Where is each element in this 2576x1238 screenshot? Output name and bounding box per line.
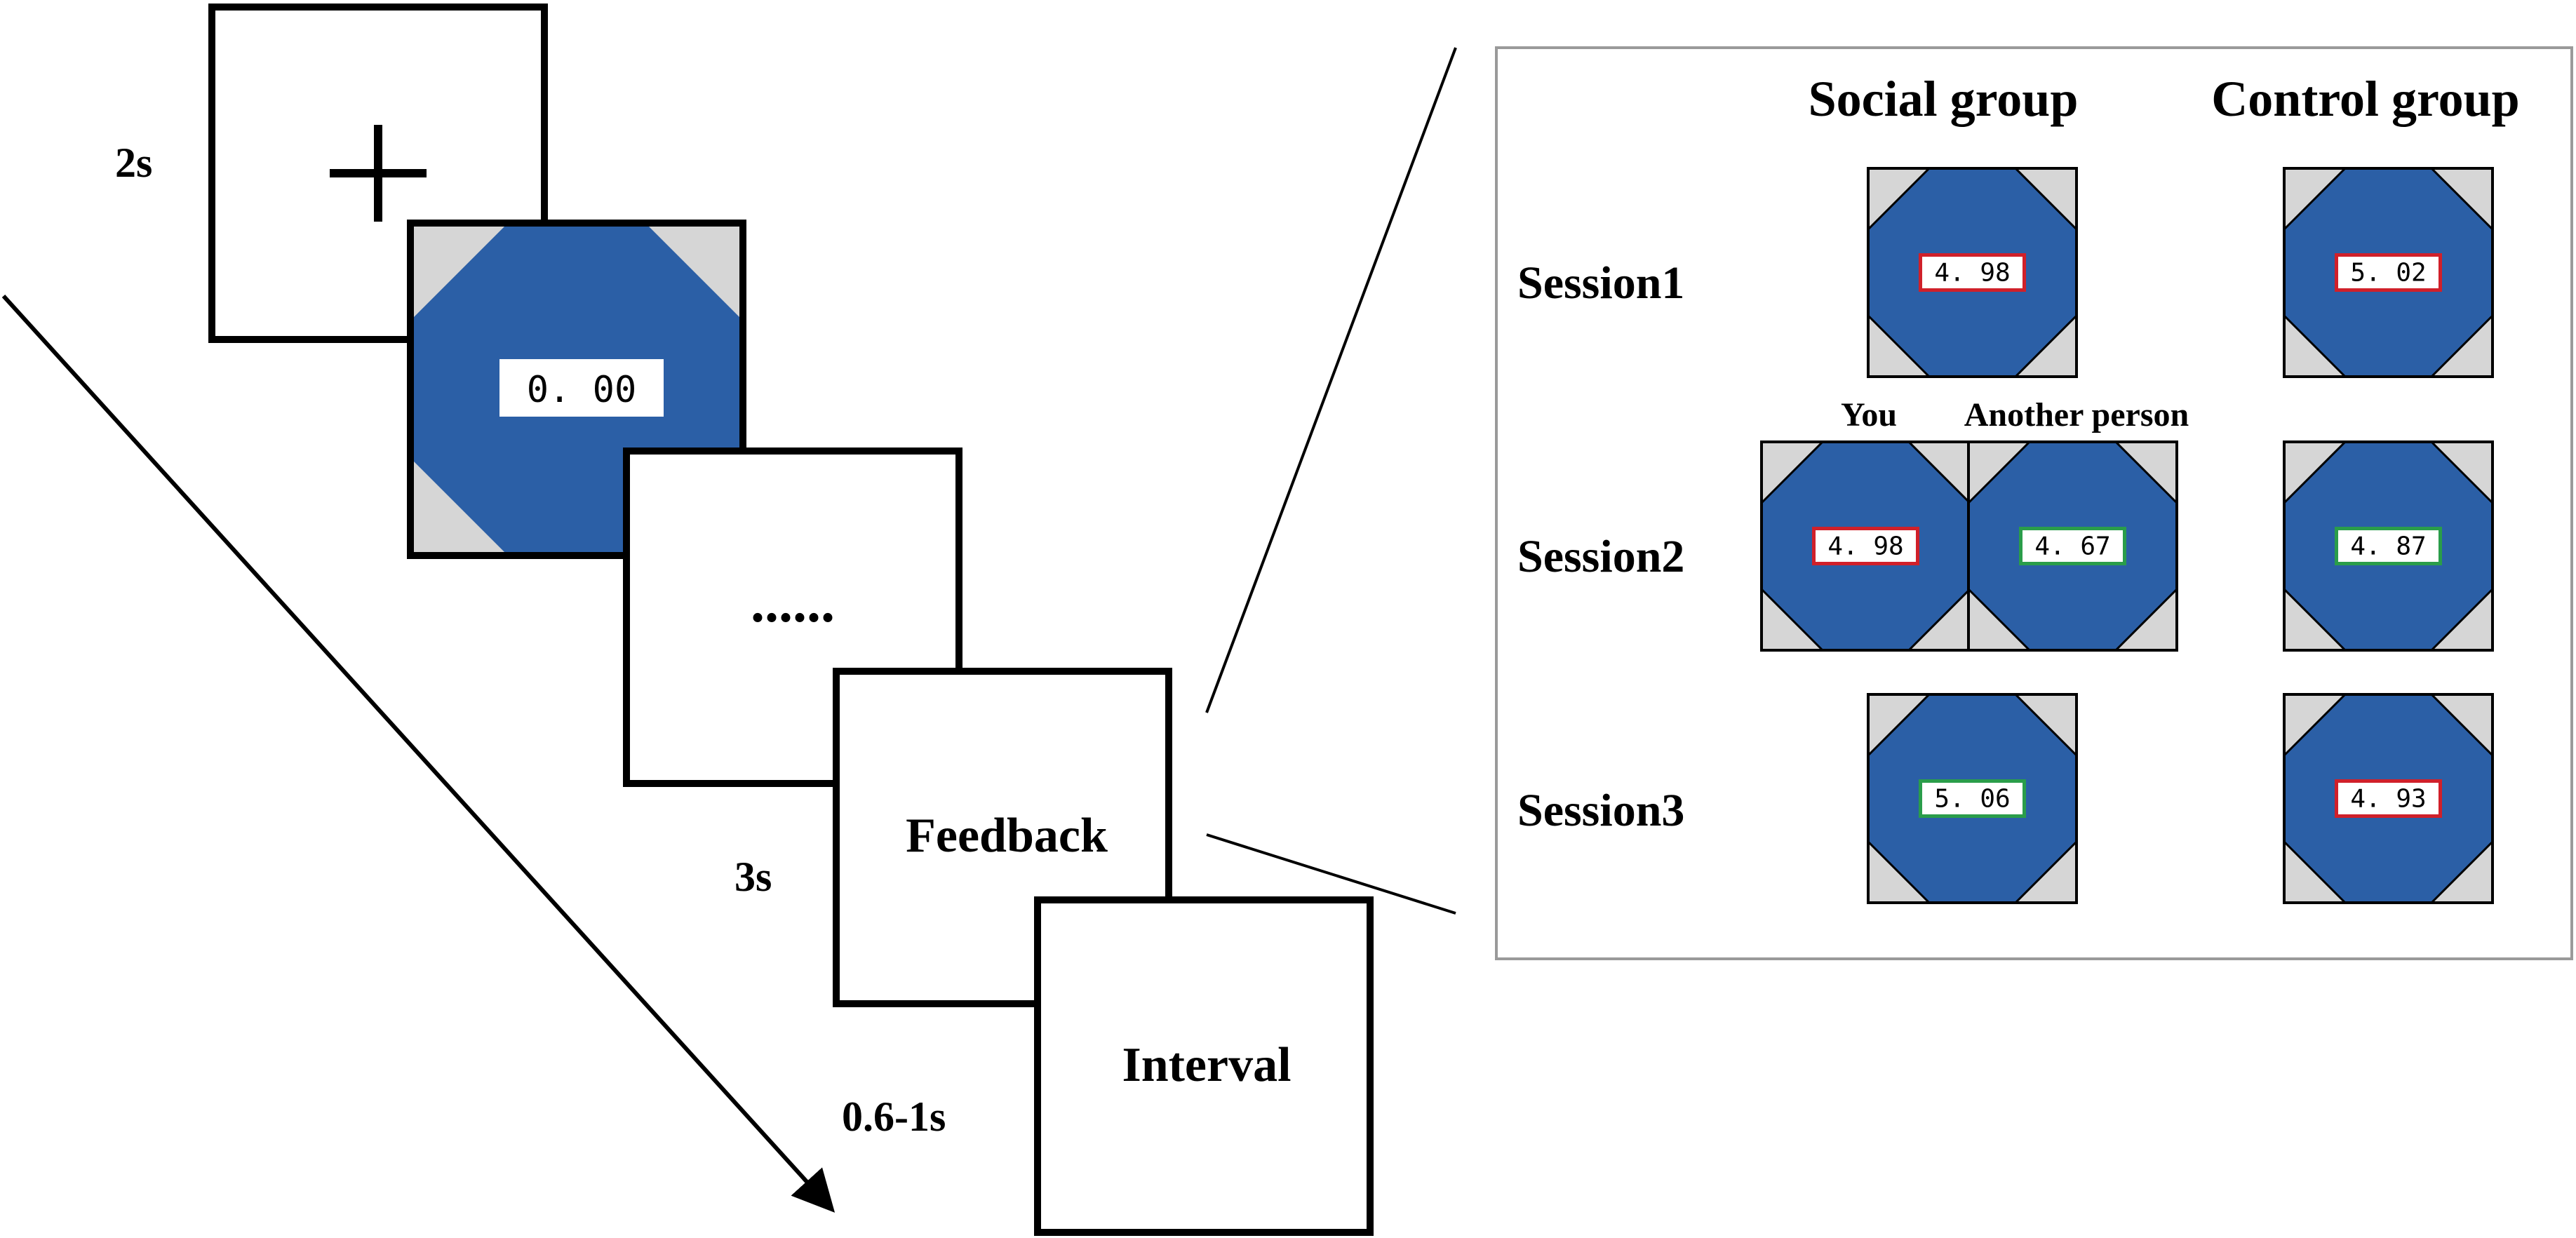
feedback-tile-s3-control: 4. 93 [2283,693,2494,904]
interval-label: Interval [1122,1038,1291,1092]
tile-readout: 4. 98 [1934,259,2010,288]
feedback-label: Feedback [906,809,1108,863]
column-header-social: Social group [1809,71,2079,127]
row-label-session2: Session2 [1517,531,1684,582]
column-header-control: Control group [2211,71,2519,127]
interval-frame: Interval [1034,896,1374,1236]
feedback-tile-s2-you: 4. 98 [1760,440,1971,652]
tile-readout-box [1919,779,2026,818]
tile-readout: 4. 87 [2350,532,2426,561]
tile-readout: 5. 06 [1934,785,2010,814]
tile-readout: 4. 93 [2350,785,2426,814]
tile-readout-box [2335,779,2442,818]
tile-readout: 5. 02 [2350,259,2426,288]
feedback-tile-s1-control: 5. 02 [2283,167,2494,378]
fixation-duration: 2s [115,140,152,186]
waiting-dots: ...... [751,572,835,634]
session2-label-another-person: Another person [1964,396,2189,433]
feedback-tile-s2-another: 4. 67 [1967,440,2178,652]
feedback-tile-s3-social: 5. 06 [1867,693,2078,904]
session2-label-you: You [1841,396,1897,433]
tile-readout: 4. 67 [2034,532,2110,561]
tile-readout-box [2019,527,2126,565]
feedback-duration: 3s [734,854,772,900]
row-label-session3: Session3 [1517,785,1684,836]
time-arrow [1,294,836,1213]
stimulus-readout-box [499,359,664,417]
tile-readout-box [2335,253,2442,292]
tile-readout: 4. 98 [1827,532,1903,561]
tile-readout-box [2335,527,2442,565]
waiting-frame: ...... [623,448,962,787]
interval-duration: 0.6-1s [842,1094,946,1140]
feedback-tile-s1-social: 4. 98 [1867,167,2078,378]
stimulus-readout: 0. 00 [527,369,637,411]
zoom-line-bottom [1206,833,1456,915]
zoom-line-top [1205,47,1457,713]
feedback-tile-s2-control: 4. 87 [2283,440,2494,652]
tile-readout-box [1812,527,1919,565]
row-label-session1: Session1 [1517,257,1684,309]
tile-readout-box [1919,253,2026,292]
